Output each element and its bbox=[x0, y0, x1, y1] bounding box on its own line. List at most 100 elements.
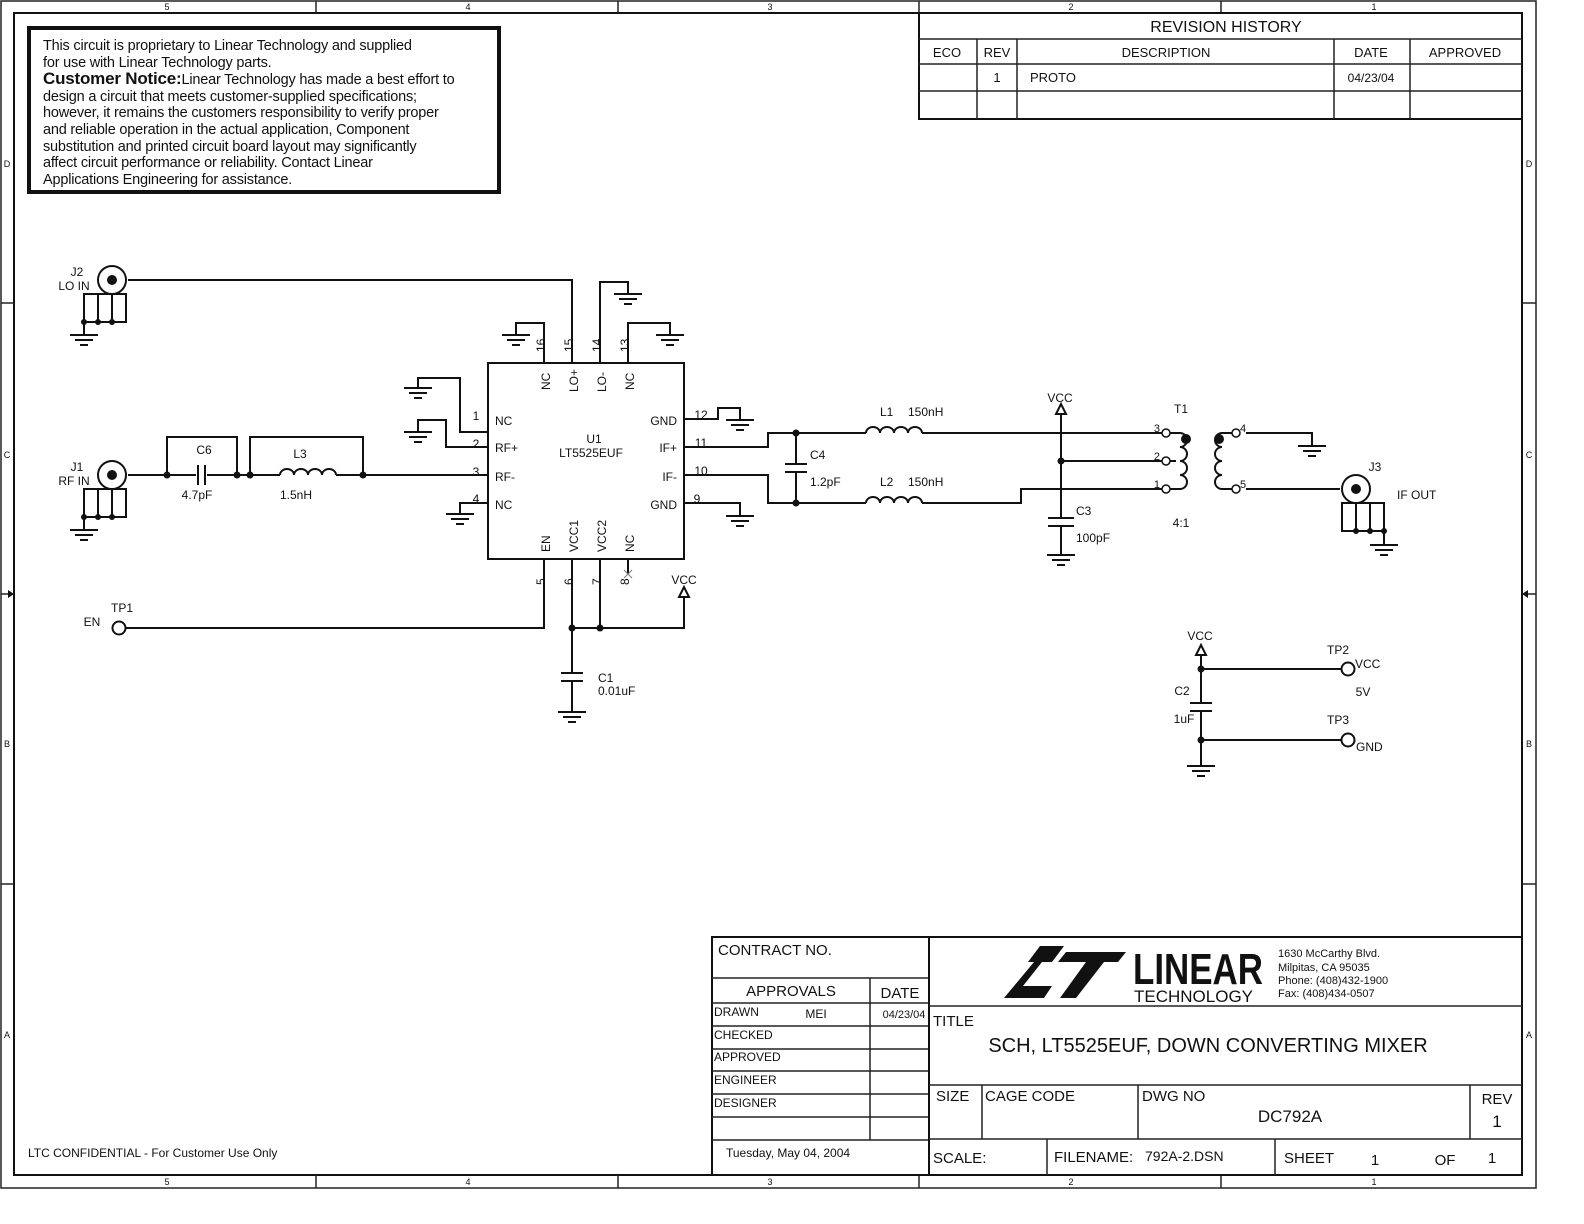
date-header: DATE bbox=[881, 985, 920, 1002]
capacitors bbox=[197, 463, 1212, 712]
connector-j2[interactable] bbox=[81, 265, 127, 335]
zone-left-d: D bbox=[4, 159, 11, 169]
zone-labels: 5 4 3 2 1 5 4 3 2 1 D C B A D C B A bbox=[4, 2, 1533, 1187]
l2-ref: L2 bbox=[880, 475, 894, 489]
tp1-label: EN bbox=[84, 615, 101, 629]
t1-pin-label-5: 5 bbox=[1240, 479, 1246, 491]
connector-j1[interactable] bbox=[81, 460, 127, 530]
u1-pin-name-7: VCC2 bbox=[595, 520, 609, 552]
approvals-header: APPROVALS bbox=[746, 983, 836, 1000]
title-label: TITLE bbox=[933, 1013, 974, 1030]
notice-line: Linear Technology has made a best effort… bbox=[181, 72, 455, 89]
u1-pin-num-7: 7 bbox=[590, 578, 604, 585]
rev-value: 1 bbox=[1492, 1112, 1501, 1131]
center-mark-left-icon bbox=[8, 590, 14, 598]
ground-icon bbox=[726, 419, 754, 431]
tp2-label: VCC bbox=[1355, 657, 1381, 671]
customer-notice-box: This circuit is proprietary to Linear Te… bbox=[27, 26, 501, 194]
rev-cell-date: 04/23/04 bbox=[1348, 71, 1395, 85]
tp1-ref: TP1 bbox=[111, 601, 133, 615]
zone-bottom-1: 1 bbox=[1371, 1177, 1376, 1187]
test-point-tp1[interactable] bbox=[111, 620, 127, 636]
ground-symbols bbox=[70, 293, 1398, 777]
zone-left-b: B bbox=[4, 739, 10, 749]
u1-body[interactable] bbox=[487, 362, 685, 560]
notice-line: This circuit is proprietary to Linear Te… bbox=[43, 38, 412, 54]
notice-heading: Customer Notice: bbox=[43, 69, 182, 89]
logo-subtitle: TECHNOLOGY bbox=[1134, 987, 1253, 1006]
zone-top-5: 5 bbox=[164, 2, 169, 12]
c2-value: 1uF bbox=[1174, 712, 1195, 726]
transformer-t1: T1 3 2 1 4 5 4:1 bbox=[1154, 402, 1246, 530]
ground-icon bbox=[1370, 544, 1398, 556]
zone-top-2: 2 bbox=[1068, 2, 1073, 12]
u1-pin-name-3: RF- bbox=[495, 470, 515, 484]
ground-icon bbox=[446, 513, 474, 525]
rev-header-date: DATE bbox=[1354, 45, 1388, 60]
tp2-ref: TP2 bbox=[1327, 643, 1349, 657]
zone-top-1: 1 bbox=[1371, 2, 1376, 12]
vcc-arrow-icon bbox=[1054, 401, 1068, 415]
dwg-no-label: DWG NO bbox=[1142, 1088, 1205, 1105]
approval-role-engineer: ENGINEER bbox=[714, 1073, 777, 1087]
notice-line: for use with Linear Technology parts. bbox=[43, 54, 272, 71]
t1-pin-label-2: 2 bbox=[1154, 451, 1160, 463]
j3-ref: J3 bbox=[1369, 460, 1382, 474]
sheet-value: 1 bbox=[1371, 1152, 1379, 1169]
address-line-4: Fax: (408)434-0507 bbox=[1278, 988, 1375, 1000]
rev-header-description: DESCRIPTION bbox=[1122, 45, 1211, 60]
ground-icon bbox=[614, 293, 642, 305]
c1-value: 0.01uF bbox=[598, 684, 635, 698]
t1-pin-label-3: 3 bbox=[1154, 423, 1160, 435]
u1-pin-name-13: NC bbox=[623, 372, 637, 390]
rev-header-rev: REV bbox=[984, 45, 1011, 60]
u1-pin-num-8: 8 bbox=[618, 578, 632, 585]
test-point-tp2[interactable] bbox=[1340, 661, 1356, 677]
of-label: OF bbox=[1435, 1152, 1456, 1169]
j1-ref: J1 bbox=[71, 460, 84, 474]
zone-bottom-2: 2 bbox=[1068, 1177, 1073, 1187]
zone-bottom-3: 3 bbox=[767, 1177, 772, 1187]
t1-phase-dot-icon bbox=[1214, 434, 1224, 444]
vcc-symbols bbox=[677, 401, 1208, 656]
vcc-label: VCC bbox=[1187, 629, 1213, 643]
title-block: CONTRACT NO. APPROVALS DATE DRAWN MEI 04… bbox=[711, 936, 1523, 1176]
drawing-title: SCH, LT5525EUF, DOWN CONVERTING MIXER bbox=[988, 1035, 1427, 1057]
ground-icon bbox=[1047, 554, 1075, 566]
zone-left-c: C bbox=[4, 450, 11, 460]
u1-pin-num-6: 6 bbox=[562, 578, 576, 585]
rev-header-approved: APPROVED bbox=[1429, 45, 1501, 60]
zone-left-a: A bbox=[4, 1030, 10, 1040]
c3-ref: C3 bbox=[1076, 504, 1092, 518]
u1-pin-name-12: GND bbox=[650, 414, 677, 428]
c2-ref: C2 bbox=[1174, 684, 1190, 698]
junctions bbox=[163, 429, 1205, 744]
l1-ref: L1 bbox=[880, 405, 894, 419]
ground-icon bbox=[656, 334, 684, 346]
ground-icon bbox=[404, 431, 432, 443]
component-labels: J2 LO IN J1 RF IN J3 IF OUT C6 4.7pF L3 … bbox=[58, 265, 1437, 754]
ground-icon bbox=[1298, 445, 1326, 457]
rev-header-eco: ECO bbox=[933, 45, 961, 60]
center-mark-right-icon bbox=[1522, 590, 1528, 598]
test-point-tp3[interactable] bbox=[1340, 732, 1356, 748]
tp3-label: GND bbox=[1356, 740, 1383, 754]
u1-pin-num-1: 1 bbox=[473, 409, 480, 423]
connector-j3[interactable] bbox=[1341, 474, 1387, 545]
scale-label: SCALE: bbox=[933, 1150, 986, 1167]
zone-right-d: D bbox=[1526, 159, 1533, 169]
of-value: 1 bbox=[1488, 1150, 1496, 1167]
notice-line: design a circuit that meets customer-sup… bbox=[43, 88, 417, 105]
ground-icon bbox=[502, 334, 530, 346]
revision-history-table: REVISION HISTORY ECO REV DESCRIPTION DAT… bbox=[918, 12, 1523, 120]
u1-pin-name-9: GND bbox=[650, 498, 677, 512]
tp3-ref: TP3 bbox=[1327, 713, 1349, 727]
ground-icon bbox=[404, 387, 432, 399]
l2-coil bbox=[865, 496, 923, 504]
notice-line: Applications Engineering for assistance. bbox=[43, 171, 293, 188]
u1-pin-num-4: 4 bbox=[473, 492, 480, 506]
ground-icon bbox=[726, 515, 754, 527]
inductors bbox=[279, 426, 923, 504]
zone-right-c: C bbox=[1526, 450, 1533, 460]
